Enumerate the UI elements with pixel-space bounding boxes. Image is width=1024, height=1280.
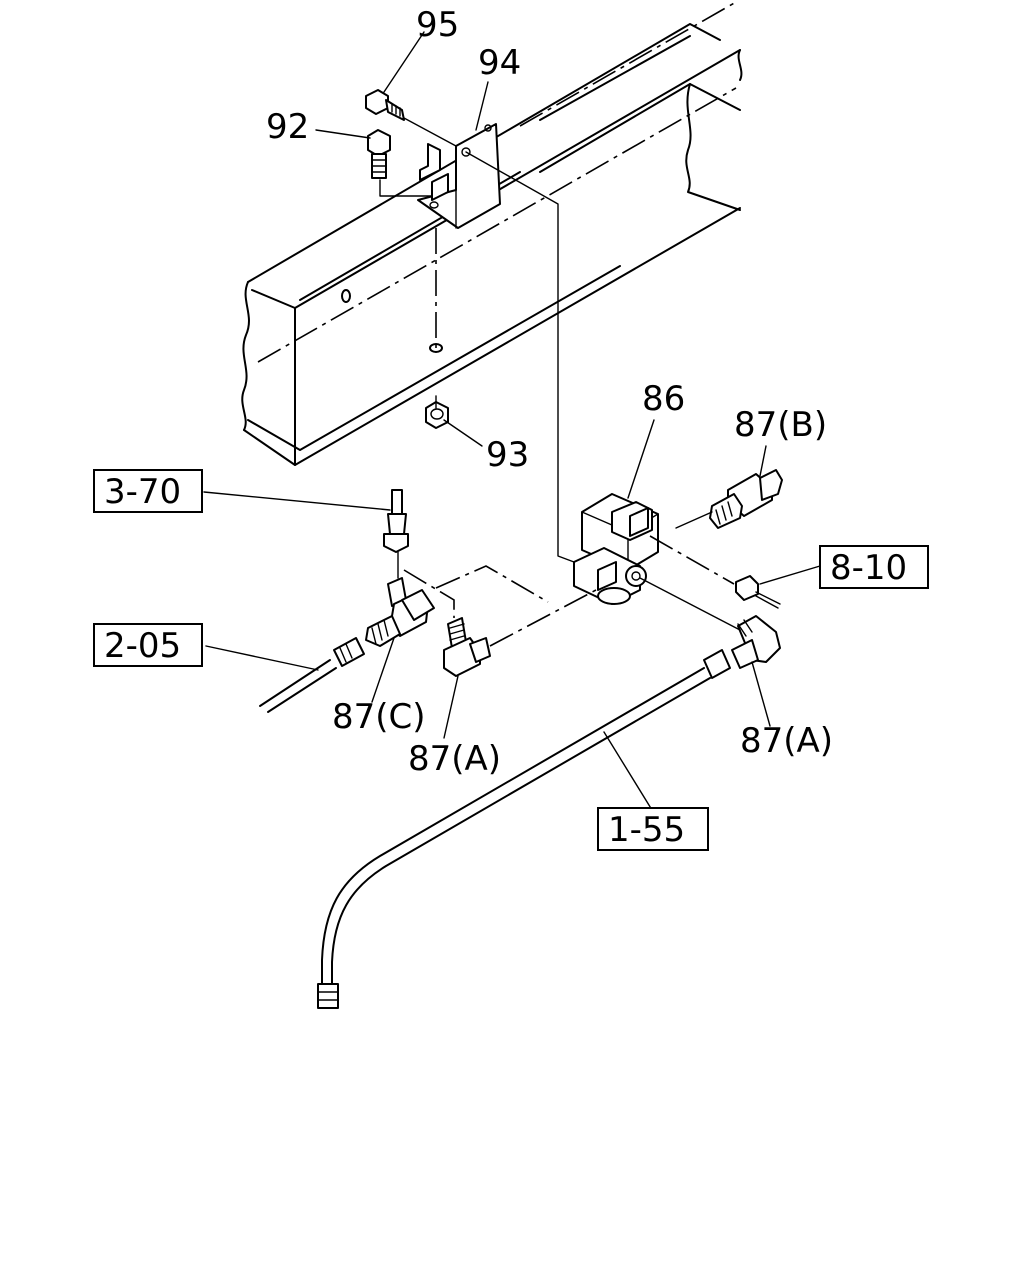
frame-rail	[241, 1, 743, 466]
label-95: 95	[416, 5, 459, 45]
solenoid-valve-86[interactable]	[573, 493, 659, 605]
ref-box-3-70[interactable]: 3-70	[93, 469, 203, 513]
sensor-3-70[interactable]	[383, 489, 409, 553]
bracket-94[interactable]	[417, 123, 501, 229]
label-87b: 87(B)	[734, 405, 827, 445]
bolt-92[interactable]	[367, 129, 391, 179]
fitting-87b[interactable]	[709, 469, 783, 529]
pipe-1-55[interactable]	[317, 649, 731, 1009]
ref-2-05-text: 2-05	[104, 626, 181, 666]
label-86: 86	[642, 379, 685, 419]
ref-box-1-55[interactable]: 1-55	[597, 807, 709, 851]
ref-box-2-05[interactable]: 2-05	[93, 623, 203, 667]
ref-1-55-text: 1-55	[608, 810, 685, 850]
bolt-95[interactable]	[365, 89, 405, 121]
label-87c: 87(C)	[332, 697, 426, 737]
label-87a-right: 87(A)	[740, 721, 833, 761]
elbow-fitting-87a-right[interactable]	[731, 615, 781, 669]
connector-8-10[interactable]	[735, 575, 781, 609]
leader-lines	[203, 31, 821, 811]
ref-3-70-text: 3-70	[104, 472, 181, 512]
nut-93[interactable]	[425, 401, 449, 429]
hose-2-05[interactable]	[259, 637, 365, 713]
tee-fitting-87c[interactable]	[365, 577, 435, 647]
label-93: 93	[486, 435, 529, 475]
label-94: 94	[478, 43, 521, 83]
ref-box-8-10[interactable]: 8-10	[819, 545, 929, 589]
label-92: 92	[266, 107, 309, 147]
ref-8-10-text: 8-10	[830, 548, 907, 588]
assembly-lines	[379, 117, 741, 647]
elbow-fitting-87a-left[interactable]	[443, 617, 491, 677]
label-87a-left: 87(A)	[408, 739, 501, 779]
